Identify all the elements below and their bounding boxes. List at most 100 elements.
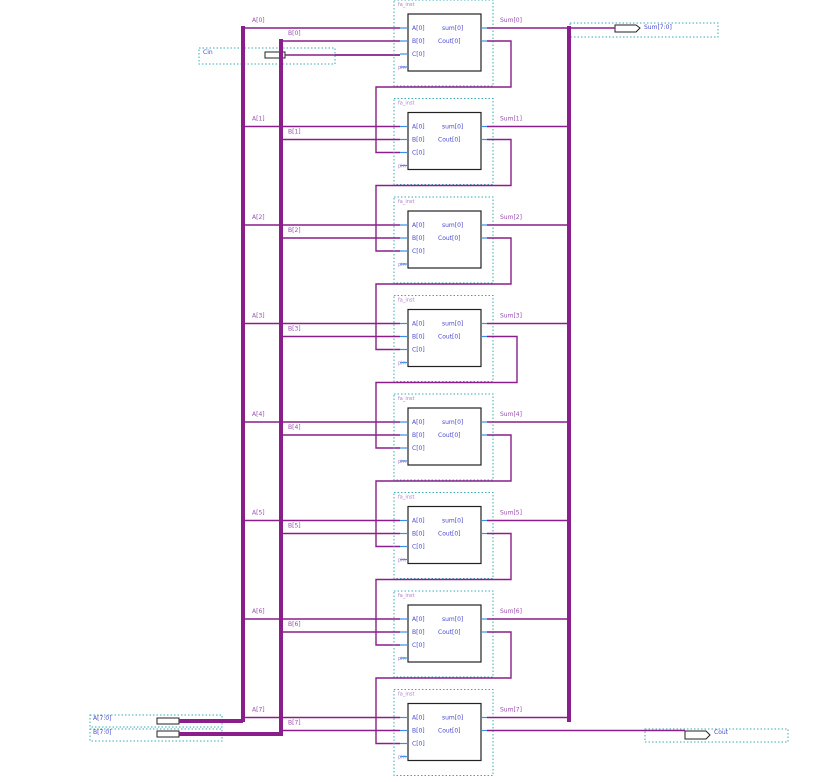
bus-tap [567,715,571,720]
pin-sum-label: sum[0] [442,715,463,722]
pin-c-label: C[0] [412,741,425,748]
pin-a-label: A[0] [412,419,425,426]
a-net-label: A[6] [252,608,265,615]
b-net-label: B[7] [288,720,301,727]
a-net-label: A[1] [252,116,265,123]
b-net-label: B[3] [288,326,301,333]
stage-frame [393,196,494,284]
bus-layer [179,27,615,736]
stage-frame [393,295,494,382]
pin-b-label: B[0] [412,334,425,341]
pin-b-label: B[0] [412,38,425,45]
pin-b-label: B[0] [412,137,425,144]
adder-stage: fa_instA[0]B[0]C[0]pinsum[0]Cout[0]A[0]B… [241,0,571,154]
carry-wire [375,40,512,154]
bus-tap [567,518,571,523]
adder-stage: fa_instA[0]B[0]C[0]pinsum[0]Cout[0]A[3]B… [241,295,571,449]
adder-stage: fa_instA[0]B[0]C[0]pinsum[0]Cout[0]A[1]B… [241,98,571,252]
pin-cout-label: Cout[0] [438,137,461,144]
stage-instance-label: fa_inst [398,199,414,205]
pin-cout-label: Cout[0] [438,629,461,636]
stage-frame [393,590,494,678]
a-net-label: A[4] [252,411,265,418]
pin-b-label: B[0] [412,531,425,538]
stage-frame [393,492,494,579]
carry-wire [375,434,512,548]
stage-layer: fa_instA[0]B[0]C[0]pinsum[0]Cout[0]A[0]B… [241,0,685,776]
pin-cout-label: Cout[0] [438,38,461,45]
stage-instance-label: fa_inst [398,101,414,107]
a-net-label: A[2] [252,214,265,221]
pin-sum-label: sum[0] [442,25,463,32]
sum-net-label: Sum[2] [500,214,522,221]
stage-frame [393,0,494,87]
carry-wire [375,237,512,351]
carry-wire [375,631,512,745]
full-adder-block [407,604,482,663]
a-net-label: A[7] [252,707,265,714]
pin-cout-label: Cout[0] [438,334,461,341]
pin-c-label: C[0] [412,248,425,255]
pin-extra-label: pin [398,65,406,71]
sum-net-label: Sum[5] [500,510,522,517]
adder-stage: fa_instA[0]B[0]C[0]pinsum[0]Cout[0]A[7]B… [241,689,685,776]
stage-instance-label: fa_inst [398,692,414,698]
b-net-label: B[0] [288,30,301,37]
b-net-label: B[4] [288,424,301,431]
port-sum[interactable]: Sum[7:0] [569,22,719,38]
pin-extra-label: pin [398,656,406,662]
pin-extra-label: pin [398,262,406,268]
port-cout[interactable]: Cout [644,728,789,743]
full-adder-block [407,308,482,368]
pin-sum-label: sum[0] [442,616,463,623]
adder-stage: fa_instA[0]B[0]C[0]pinsum[0]Cout[0]A[4]B… [241,393,571,548]
pin-cout-label: Cout[0] [438,432,461,439]
b-net-label: B[5] [288,523,301,530]
bus-tap [567,420,571,424]
pin-cout-label: Cout[0] [438,235,461,242]
full-adder-block [407,407,482,466]
b-net-label: B[2] [288,227,301,234]
port-cin-label: Cin [203,49,213,56]
pin-b-label: B[0] [412,432,425,439]
full-adder-block [407,702,482,762]
carry-wire [375,138,512,252]
bus-tap [567,223,571,227]
sum-net-label: Sum[1] [500,116,522,123]
bus-tap [567,321,571,326]
sum-net-label: Sum[3] [500,313,522,320]
port-b-label: B[7:0] [93,729,111,736]
pin-sum-label: sum[0] [442,321,463,328]
pin-sum-label: sum[0] [442,419,463,426]
bus-tap [567,26,571,30]
bus-tap [567,124,571,129]
pin-cout-label: Cout[0] [438,531,461,538]
stage-instance-label: fa_inst [398,593,414,599]
pin-a-label: A[0] [412,124,425,131]
full-adder-block [407,111,482,171]
sum-net-label: Sum[7] [500,707,522,714]
pin-a-label: A[0] [412,616,425,623]
pin-c-label: C[0] [412,150,425,157]
pin-a-label: A[0] [412,222,425,229]
b-net-label: B[6] [288,621,301,628]
pin-extra-label: pin [398,558,406,564]
pin-extra-label: pin [398,361,406,367]
carry-wire [375,532,512,646]
pin-a-label: A[0] [412,25,425,32]
a-net-label: A[0] [252,17,265,24]
stage-instance-label: fa_inst [398,396,414,402]
full-adder-block [407,13,482,72]
stage-frame [393,393,494,481]
pin-extra-label: pin [398,755,406,761]
a-net-label: A[5] [252,510,265,517]
pin-c-label: C[0] [412,642,425,649]
stage-instance-label: fa_inst [398,495,414,501]
a-net-label: A[3] [252,313,265,320]
stage-frame [393,98,494,185]
pin-b-label: B[0] [412,235,425,242]
pin-a-label: A[0] [412,518,425,525]
port-cin[interactable]: Cin [198,47,336,65]
